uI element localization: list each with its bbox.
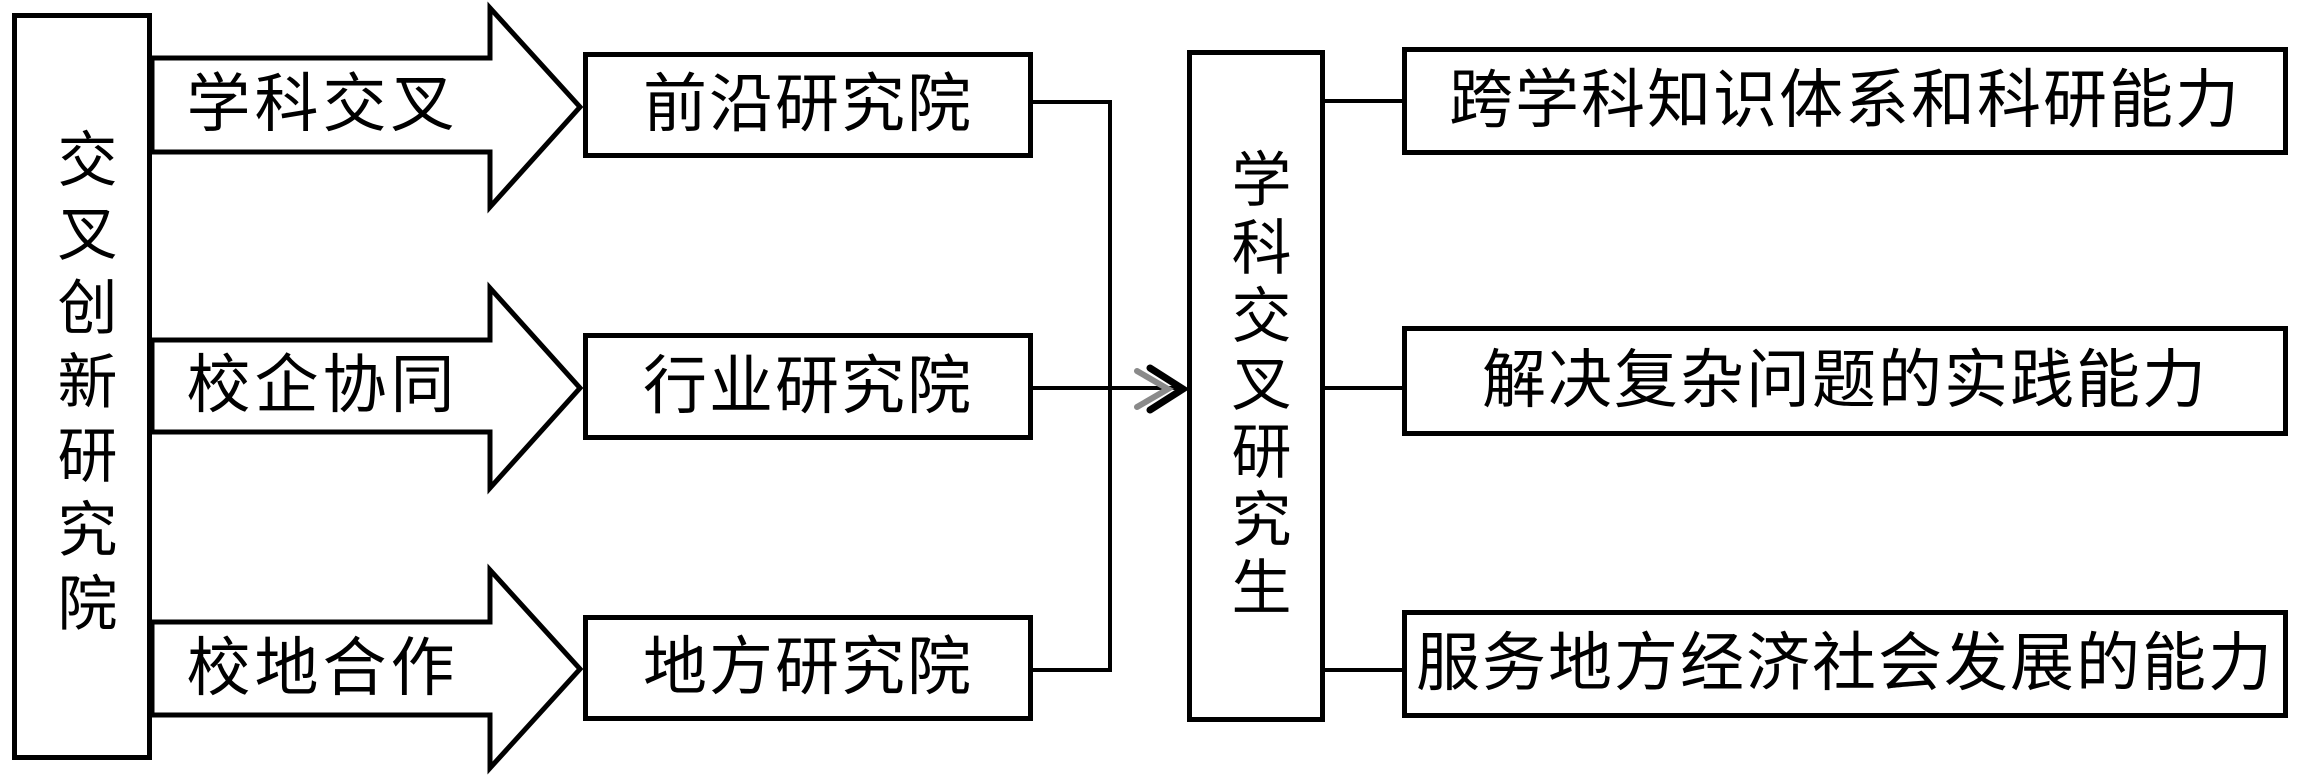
outcome-box-3-label: 服务地方经济社会发展的能力 [1416,627,2274,701]
outcome-box-2: 解决复杂问题的实践能力 [1402,326,2288,436]
outcome-box-1-label: 跨学科知识体系和科研能力 [1449,64,2241,138]
block-arrow-1 [149,1,584,214]
institute-box-industry-label: 行业研究院 [643,349,973,424]
outcome-box-1: 跨学科知识体系和科研能力 [1402,47,2288,155]
block-arrows [149,1,584,775]
institute-box-local: 地方研究院 [583,615,1033,721]
block-arrow-2 [149,281,584,495]
institute-box-industry: 行业研究院 [583,333,1033,440]
arrowhead-main [1146,364,1190,414]
arrow-label-3: 校地合作 [186,631,459,706]
connector-lines [1028,99,1402,672]
institute-box-local-label: 地方研究院 [643,631,973,705]
center-box: 学科交叉研究生 [1187,50,1325,722]
source-box-label: 交叉创新研究院 [47,127,117,646]
institute-box-frontier-label: 前沿研究院 [643,68,973,142]
outcome-box-2-label: 解决复杂问题的实践能力 [1482,344,2208,418]
arrow-label-1: 学科交叉 [186,68,459,142]
arrow-label-2: 校企协同 [186,349,459,423]
arrowhead-shadow [1134,368,1174,410]
institute-box-frontier: 前沿研究院 [583,52,1033,158]
flow-arrowhead-icon [1134,364,1190,414]
center-box-label: 学科交叉研究生 [1221,148,1291,624]
source-box: 交叉创新研究院 [12,13,152,760]
outcome-box-3: 服务地方经济社会发展的能力 [1402,610,2288,718]
block-arrow-3 [149,563,584,775]
